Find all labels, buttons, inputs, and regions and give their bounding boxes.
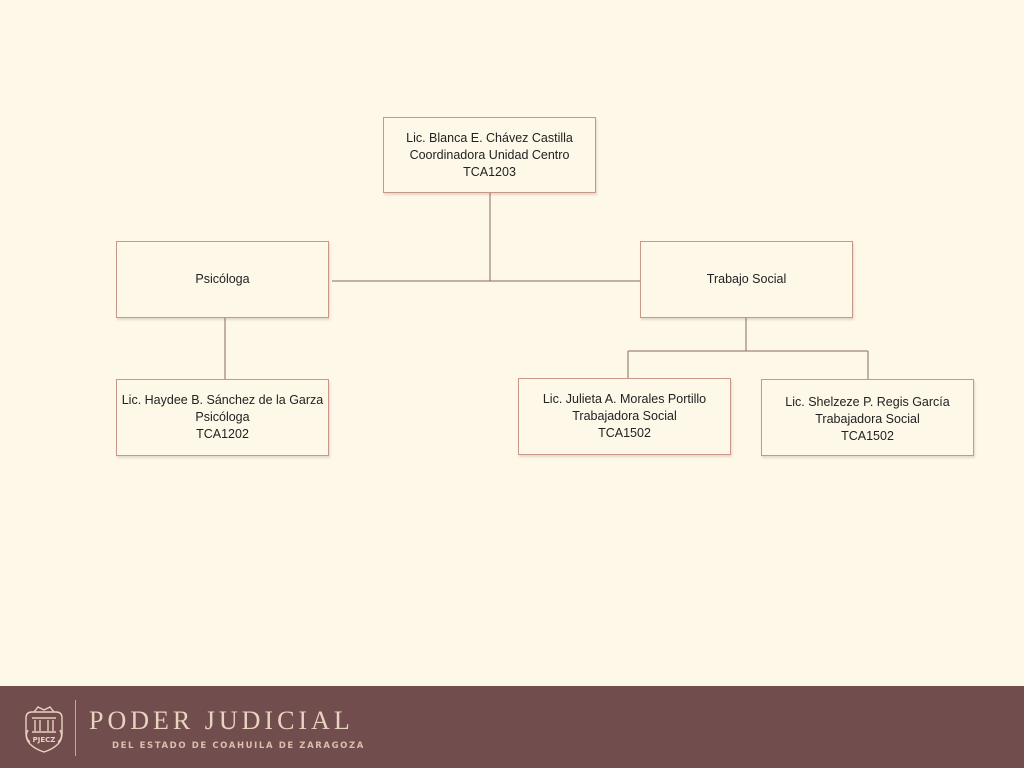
seal-logo-icon: PJECZ [25, 706, 63, 753]
node-name: Lic. Haydee B. Sánchez de la Garza [121, 393, 324, 407]
node-psicologa: Psicóloga [116, 241, 329, 318]
footer-banner: PJECZ PODER JUDICIAL DEL ESTADO DE COAHU… [0, 686, 1024, 768]
node-name: Lic. Blanca E. Chávez Castilla [406, 130, 573, 145]
node-haydee: Lic. Haydee B. Sánchez de la Garza Psicó… [116, 379, 329, 456]
brand-title: PODER JUDICIAL [89, 706, 354, 735]
node-label: Psicóloga [195, 272, 250, 286]
footer-divider [75, 700, 76, 756]
seal-text: PJECZ [33, 736, 56, 744]
node-name: Lic. Julieta A. Morales Portillo [542, 392, 707, 406]
node-role: Trabajadora Social [572, 409, 677, 423]
node-code: TCA1203 [463, 164, 516, 179]
node-role: Psicóloga [195, 410, 250, 424]
node-role: Trabajadora Social [815, 412, 920, 426]
node-code: TCA1502 [598, 426, 651, 440]
node-code: TCA1502 [841, 429, 894, 443]
node-role: Coordinadora Unidad Centro [409, 147, 570, 162]
node-code: TCA1202 [196, 427, 249, 441]
connector-lines [224, 193, 869, 379]
brand-subtitle: DEL ESTADO DE COAHUILA DE ZARAGOZA [112, 741, 365, 751]
node-julieta: Lic. Julieta A. Morales Portillo Trabaja… [518, 378, 731, 455]
node-name: Lic. Shelzeze P. Regis García [785, 395, 950, 409]
node-label: Trabajo Social [706, 272, 787, 286]
node-coordinadora: Lic. Blanca E. Chávez Castilla Coordinad… [383, 117, 596, 193]
node-shelzeze: Lic. Shelzeze P. Regis García Trabajador… [761, 379, 974, 456]
org-chart: Lic. Blanca E. Chávez Castilla Coordinad… [116, 117, 974, 456]
node-trabajo-social: Trabajo Social [640, 241, 853, 318]
